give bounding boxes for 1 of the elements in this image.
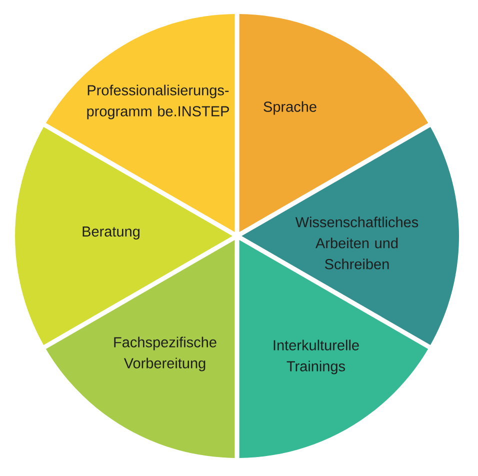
pie-segment: Fachspezifische Vorbereitung bbox=[46, 240, 235, 458]
